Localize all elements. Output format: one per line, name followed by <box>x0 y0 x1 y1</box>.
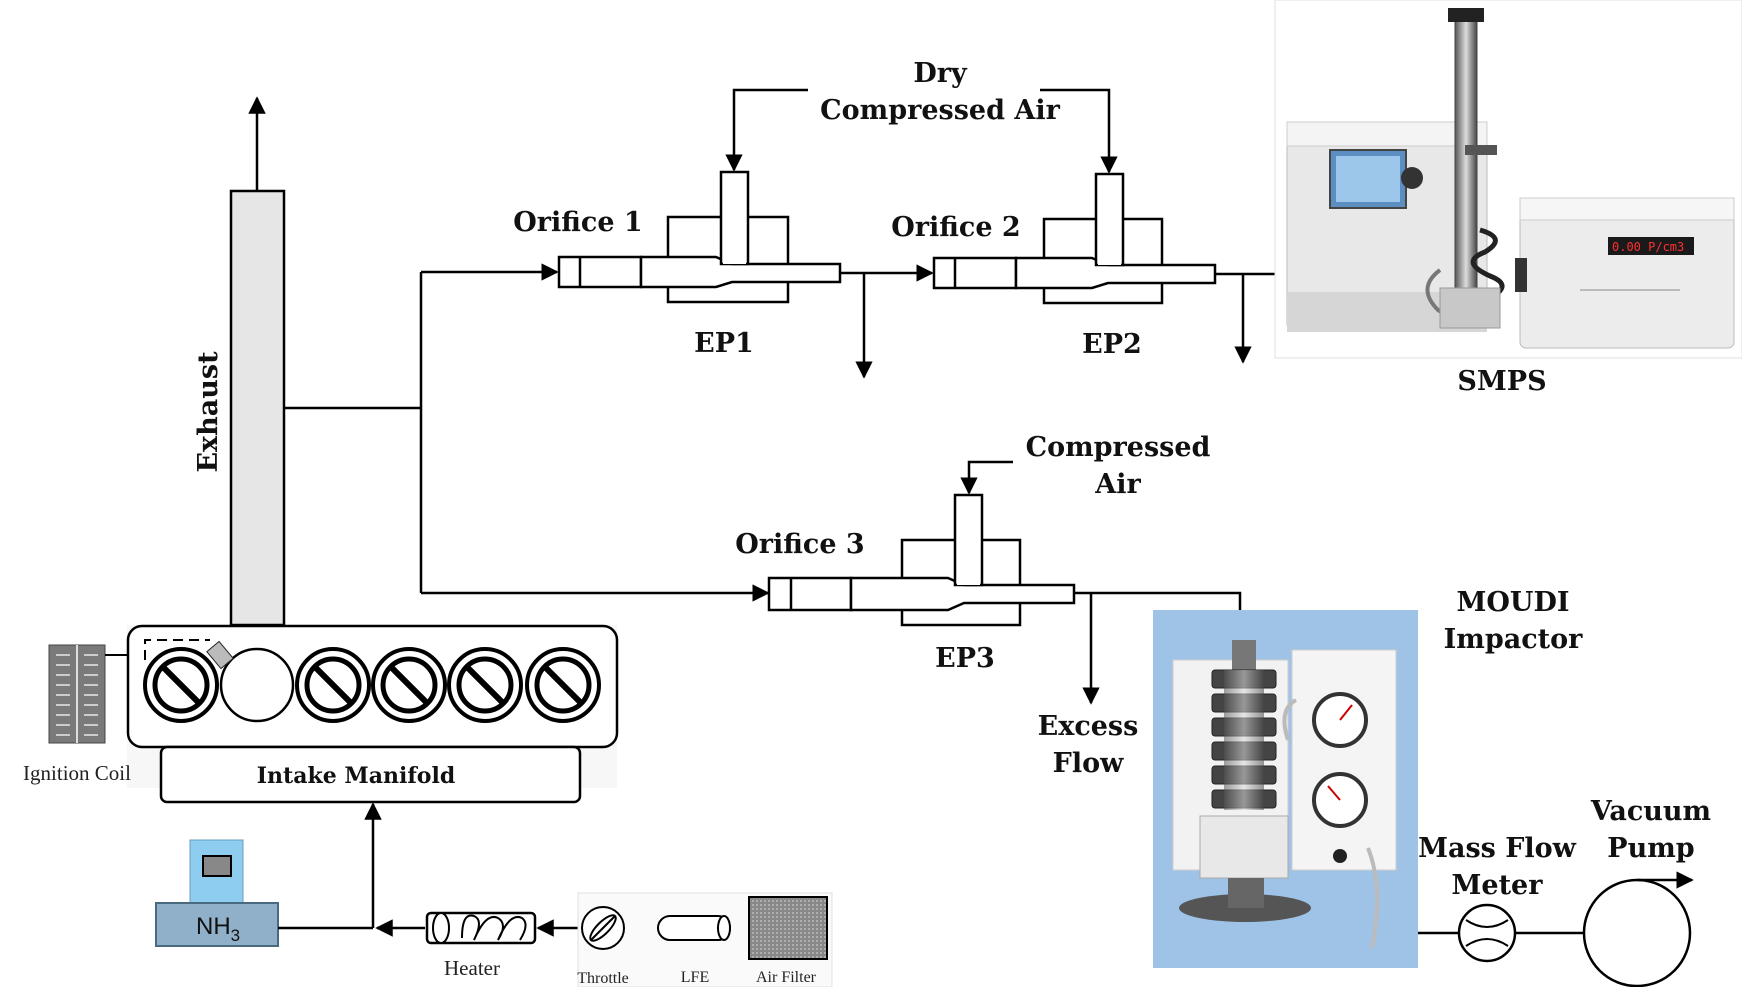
smps-instrument: 0.00 P/cm3 <box>1274 0 1742 359</box>
lfe-icon <box>657 915 731 941</box>
orifice3-label: Orifice 3 <box>735 529 864 560</box>
exhaust-label: Exhaust <box>193 351 224 473</box>
compressed-air-label-line1: Compressed <box>1026 432 1211 463</box>
moudi-impactor <box>1153 610 1418 968</box>
smps-label: SMPS <box>1457 366 1546 397</box>
orifice2-label: Orifice 2 <box>891 212 1020 243</box>
mass-flow-meter-label-line1: Mass Flow <box>1418 833 1577 864</box>
lfe-label: LFE <box>681 969 709 986</box>
ep2-label: EP2 <box>1082 329 1142 360</box>
mass-flow-meter-label-line2: Meter <box>1452 870 1544 901</box>
cylinder-3 <box>295 647 371 723</box>
air-filter-icon <box>748 896 828 960</box>
throttle-icon <box>581 906 625 950</box>
ignition-coil <box>48 644 128 744</box>
air-filter-label: Air Filter <box>756 969 817 986</box>
orifice1-label: Orifice 1 <box>513 207 642 238</box>
dry-air-label-line2: Compressed Air <box>820 95 1060 126</box>
compressed-air-feed <box>960 460 1013 495</box>
cylinder-2-sampled <box>206 640 295 723</box>
exhaust-branch-lines <box>284 263 770 602</box>
vacuum-pump <box>1582 871 1694 987</box>
exhaust-stack: Exhaust <box>193 96 286 627</box>
cylinder-6 <box>525 647 601 723</box>
heater <box>425 911 537 945</box>
dry-air-feed <box>725 88 1118 174</box>
ep3-label: EP3 <box>935 643 995 674</box>
throttle-lfe-filter-panel <box>577 892 833 987</box>
nh3-label: NH3 <box>196 913 240 945</box>
cylinder-1 <box>143 647 219 723</box>
intake-manifold-label: Intake Manifold <box>257 763 455 789</box>
throttle-label: Throttle <box>577 970 629 987</box>
nh3-tank <box>155 839 279 947</box>
vacuum-pump-label-line1: Vacuum <box>1590 796 1711 827</box>
excess-flow-label-line1: Excess <box>1038 711 1139 742</box>
ep1-ejector <box>557 170 842 304</box>
compressed-air-label-line2: Air <box>1094 469 1141 500</box>
dry-air-label-line1: Dry <box>913 58 968 89</box>
ep1-label: EP1 <box>694 328 754 359</box>
vacuum-pump-label-line2: Pump <box>1607 833 1694 864</box>
mass-flow-meter <box>1418 903 1640 963</box>
ignition-coil-label: Ignition Coil <box>23 761 131 785</box>
cylinder-5 <box>447 647 523 723</box>
ep3-ejector <box>767 493 1076 627</box>
ep2-ejector <box>932 172 1217 305</box>
cylinder-4 <box>371 647 447 723</box>
heater-label: Heater <box>444 956 500 980</box>
moudi-label-line2: Impactor <box>1444 624 1583 655</box>
cpc-display-readout: 0.00 P/cm3 <box>1612 240 1684 254</box>
excess-flow-label-line2: Flow <box>1053 748 1124 779</box>
moudi-label-line1: MOUDI <box>1457 587 1570 618</box>
engine-block <box>126 624 619 804</box>
